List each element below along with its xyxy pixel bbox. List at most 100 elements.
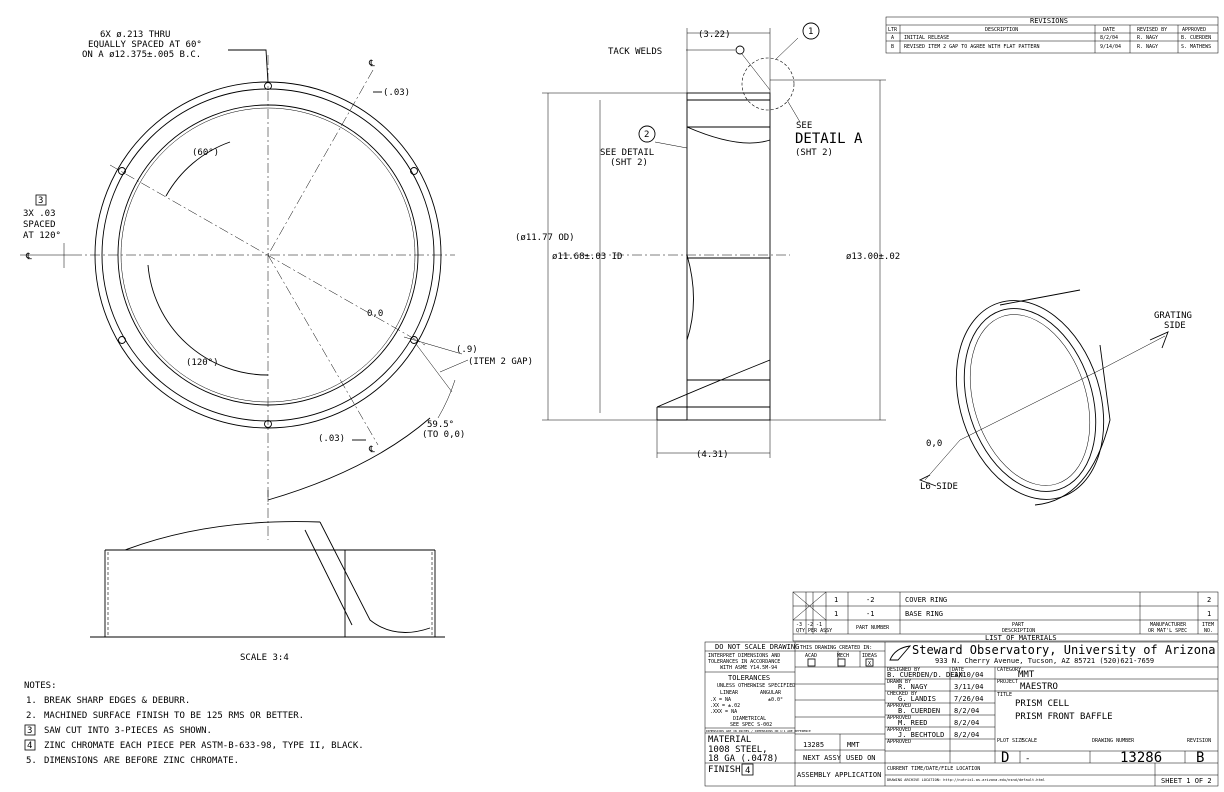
drawing-text: X <box>868 661 871 667</box>
drawing-number: 13286 <box>1120 750 1162 766</box>
drawing-text: DRAWN BY <box>887 679 911 685</box>
drawing-text: DRAWING ARCHIVE LOCATION: http://nutrix1… <box>887 778 1045 782</box>
see-label: SEE <box>796 121 812 131</box>
drawing-text: CATEGORY <box>997 667 1021 673</box>
drawing-text: 8/2/04 <box>954 731 979 739</box>
iso-view <box>918 289 1169 506</box>
drawing-text: CURRENT TIME/DATE/FILE LOCATION <box>887 766 980 772</box>
drawing-text: NO. <box>1204 628 1213 634</box>
gap-dim: (.9) <box>456 345 478 355</box>
spacing-flag: 3 <box>35 194 47 206</box>
drawing-text: 3/10/04 <box>954 671 984 679</box>
drawing-text: S. MATHEWS <box>1181 44 1211 50</box>
bom-item-1: 2 <box>1207 596 1211 604</box>
spacing-note-line2: SPACED <box>23 220 56 230</box>
category-val: MMT <box>1018 670 1035 680</box>
drawing-text: G. LANDIS <box>898 695 936 703</box>
org-address: 933 N. Cherry Avenue, Tucson, AZ 85721 (… <box>935 657 1154 665</box>
see-detail-left-1: SEE DETAIL <box>600 148 654 158</box>
note-1-num: 1. <box>26 696 37 706</box>
dim-03-bottom: (.03) <box>318 434 345 444</box>
drawing-text: LINEAR <box>720 690 739 696</box>
bom-desc-2: BASE RING <box>905 610 943 618</box>
bom-qty-2: 1 <box>834 610 838 618</box>
bom-part-1: -2 <box>866 596 874 604</box>
side-view <box>90 490 445 638</box>
angle-59-label: 59.5° <box>427 420 454 430</box>
material-line2: 18 GA (.0478) <box>708 754 778 764</box>
drawing-text: 1 <box>808 27 813 37</box>
drawing-text: NEXT ASSY <box>803 754 842 762</box>
sheet-number: SHEET 1 OF 2 <box>1161 777 1212 785</box>
outer-dim: ø13.00±.02 <box>846 252 900 262</box>
drawing-text: LTR <box>888 27 898 33</box>
hole-note-line2: EQUALLY SPACED AT 60° <box>88 40 202 50</box>
drawing-text: R. NAGY <box>1137 35 1158 41</box>
drawing-text: 8/2/04 <box>954 719 979 727</box>
dim-width-bottom: (4.31) <box>696 450 729 460</box>
drawing-text: ANGULAR <box>760 690 782 696</box>
drawing-text: DRAWING NUMBER <box>1092 738 1135 744</box>
drawing-text: APPROVED <box>887 739 911 745</box>
org-name: Steward Observatory, University of Arizo… <box>912 643 1215 657</box>
project-val: MAESTRO <box>1020 682 1058 692</box>
drawing-text: PROJECT <box>997 679 1018 685</box>
dim-03-top: (.03) <box>383 88 410 98</box>
bom-title: LIST OF MATERIALS <box>985 634 1057 642</box>
note-3-num: 3 <box>27 726 32 736</box>
drawing-text: USED ON <box>846 754 876 762</box>
drawing-text: DESCRIPTION <box>1002 628 1035 634</box>
drawing-text: REVISED BY <box>1137 27 1167 33</box>
steward-logo-icon <box>889 645 912 661</box>
drawing-text: APPROVED <box>1182 27 1206 33</box>
drawing-text: APPROVED <box>887 715 911 721</box>
drawing-text: B. CUERDEN <box>1181 35 1211 41</box>
bom-desc-1: COVER RING <box>905 596 947 604</box>
drawing-text: .XX = ±.02 <box>710 703 740 709</box>
drawing-text: OR MAT'L SPEC <box>1148 628 1187 634</box>
drawing-text: ASSEMBLY APPLICATION <box>797 771 881 779</box>
hole-note-line1: 6X ø.213 THRU <box>100 30 170 40</box>
drawing-text: J. BECHTOLD <box>898 731 944 739</box>
drawing-text: PLOT SIZE <box>997 738 1024 744</box>
drawing-text: 3 <box>38 196 43 206</box>
do-not-scale: DO NOT SCALE DRAWING <box>715 643 799 651</box>
drawing-text: 3/11/04 <box>954 683 984 691</box>
spacing-note-line1: 3X .03 <box>23 209 56 219</box>
finish-flag: 4 <box>745 766 750 776</box>
drawing-text: 7/26/04 <box>954 695 984 703</box>
title-line1: PRISM CELL <box>1015 699 1069 709</box>
drawing-text: APPROVED <box>887 727 911 733</box>
origin-label-top: 0,0 <box>367 309 383 319</box>
hole-note-line3: ON A ø12.375±.005 B.C. <box>82 50 201 60</box>
angle-120-label: (120°) <box>186 358 219 368</box>
drawing-text: INITIAL RELEASE <box>904 35 949 41</box>
notes-heading: NOTES: <box>24 681 57 691</box>
drawing-text: DIMENSIONS ARE IN INCHES / DIMENSIONS ON… <box>706 729 811 733</box>
centerline-bottom: ℄ <box>368 445 375 455</box>
drawing-text: REVISION <box>1187 738 1211 744</box>
drawing-text: M. REED <box>898 719 928 727</box>
drawing-text: APPROVED <box>887 703 911 709</box>
note-2-num: 2. <box>26 711 37 721</box>
drawing-text: TITLE <box>997 692 1012 698</box>
drawing-text: QTY PER ASSY <box>796 628 832 634</box>
drawing-text: DATE <box>952 667 964 673</box>
title-line2: PRISM FRONT BAFFLE <box>1015 712 1113 722</box>
note-5-text: DIMENSIONS ARE BEFORE ZINC CHROMATE. <box>44 756 239 766</box>
note-2-text: MACHINED SURFACE FINISH TO BE 125 RMS OR… <box>44 711 304 721</box>
note-3-text: SAW CUT INTO 3-PIECES AS SHOWN. <box>44 726 212 736</box>
material-line1: 1008 STEEL, <box>708 745 768 755</box>
angle-59-note: (TO 0,0) <box>422 430 465 440</box>
note-1-text: BREAK SHARP EDGES & DEBURR. <box>44 696 190 706</box>
plot-size-val: D <box>1001 750 1009 766</box>
title-block: DO NOT SCALE DRAWING INTERPRET DIMENSION… <box>704 641 1219 787</box>
drawing-text: INTERPRET DIMENSIONS AND <box>708 653 780 659</box>
revisions-table: REVISIONS LTR DESCRIPTION DATE REVISED B… <box>885 16 1219 54</box>
bom-table: 1 -2 COVER RING 2 1 -1 BASE RING 1 -3 -2… <box>792 591 1219 642</box>
drawing-text: .X = NA <box>710 697 731 703</box>
id-dim: ø11.68±.03 ID <box>552 252 622 262</box>
drawing-text: PART <box>1012 622 1024 628</box>
drawing-text: R. NAGY <box>898 683 928 691</box>
